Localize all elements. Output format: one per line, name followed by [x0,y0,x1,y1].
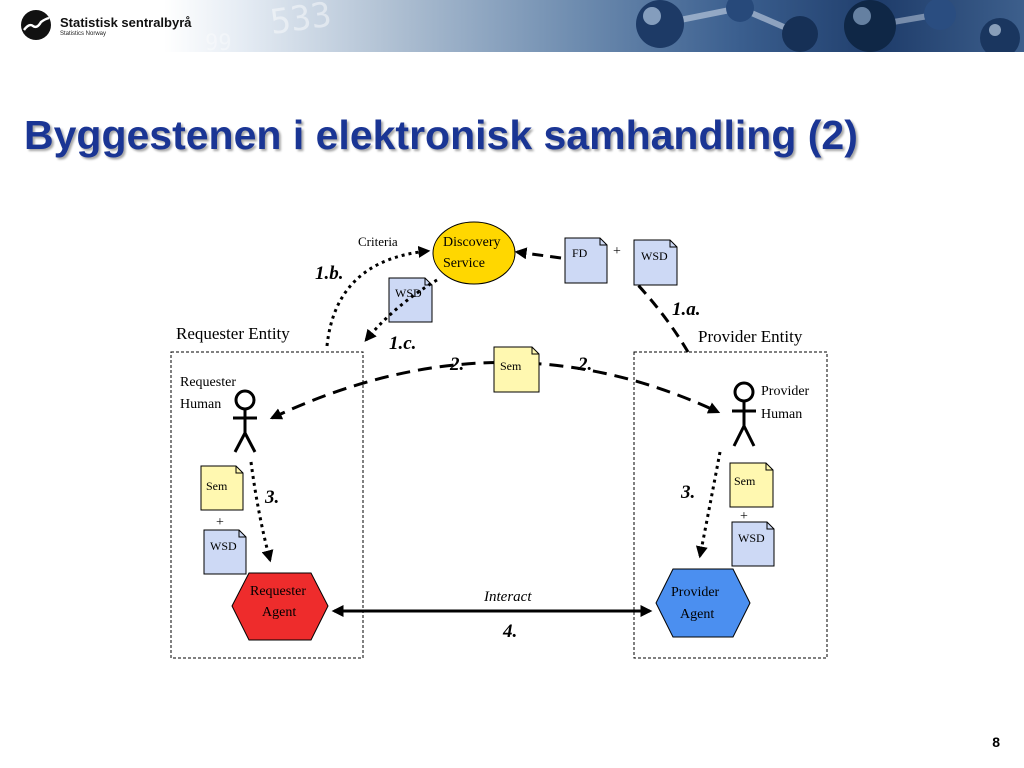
arrow-2 [269,361,721,420]
wsd-document-provider-lower-label: WSD [738,531,765,545]
arrow-3-provider [695,451,722,559]
provider-entity-box [633,351,828,659]
sem-document-requester: Sem [200,465,244,511]
banner-decoration: 533 99 [205,0,1020,52]
sem-document-provider-label: Sem [734,474,756,488]
plus-fd-wsd: + [613,244,621,259]
step-4-label: 4. [502,621,517,642]
wsd-document-provider-lower: WSD [731,521,775,567]
plus-provider: + [740,509,748,524]
step-2-right-label: 2. [577,354,592,375]
wsd-document-requester: WSD [203,529,247,575]
sem-document-provider: Sem [729,462,774,508]
requester-agent-line1: Requester [250,584,306,599]
fd-document: FD [564,237,608,284]
wsd-document-discovery: WSD [388,277,433,323]
step-1a-label: 1.a. [672,299,701,320]
web-service-diagram: Requester Entity Provider Entity Discove… [166,176,844,660]
step-1b-label: 1.b. [315,263,344,284]
provider-human-figure [732,381,756,447]
wsd-document-requester-label: WSD [210,539,237,553]
slide-title: Byggestenen i elektronisk samhandling (2… [24,112,858,158]
arrow-3-requester [249,461,274,563]
banner-digits-2: 99 [205,31,232,52]
discovery-service-line2: Service [443,256,485,271]
requester-entity-label: Requester Entity [176,324,290,343]
logo-name: Statistisk sentralbyrå [60,15,192,30]
step-3-provider-label: 3. [680,482,695,503]
criteria-label: Criteria [358,234,398,249]
ssb-logo: Statistisk sentralbyrå Statistics Norway [20,9,220,43]
requester-agent-hexagon [231,572,329,641]
header-banner: 533 99 Statistisk sentralbyrå Statistics… [0,0,1024,52]
logo-subtitle: Statistics Norway [60,31,107,37]
provider-human-line1: Provider [761,384,810,399]
discovery-service-ellipse [432,221,516,285]
wsd-document-provider-label: WSD [641,249,668,263]
requester-human-figure [233,389,257,453]
molecule-graphic [636,0,1020,52]
arrow-1a-upper [636,283,690,353]
wsd-document-provider: WSD [633,239,678,286]
arrow-1c [364,278,438,342]
requester-human-line1: Requester [180,375,236,390]
step-1c-label: 1.c. [389,333,416,354]
provider-entity-label: Provider Entity [698,327,803,346]
provider-human-line2: Human [761,407,802,422]
sem-document-center-label: Sem [500,359,522,373]
provider-agent-line2: Agent [680,607,714,622]
banner-digits: 533 [268,0,334,43]
arrow-1a-lower [514,247,562,260]
diagram-canvas: Requester Entity Provider Entity Discove… [170,221,828,659]
plus-requester: + [216,515,224,530]
requester-entity-box [170,351,364,659]
discovery-service-line1: Discovery [443,235,501,250]
sem-document-requester-label: Sem [206,479,228,493]
interact-label: Interact [483,589,532,605]
requester-agent-line2: Agent [262,605,296,620]
requester-human-line2: Human [180,397,221,412]
step-3-requester-label: 3. [264,487,279,508]
sem-document-center: Sem [493,346,540,393]
fd-document-label: FD [572,246,588,260]
step-2-left-label: 2. [449,354,464,375]
page-number: 8 [992,734,1000,750]
provider-agent-hexagon [655,568,751,638]
wsd-document-discovery-label: WSD [395,286,422,300]
ssb-logo-icon [21,10,51,40]
provider-agent-line1: Provider [671,585,720,600]
